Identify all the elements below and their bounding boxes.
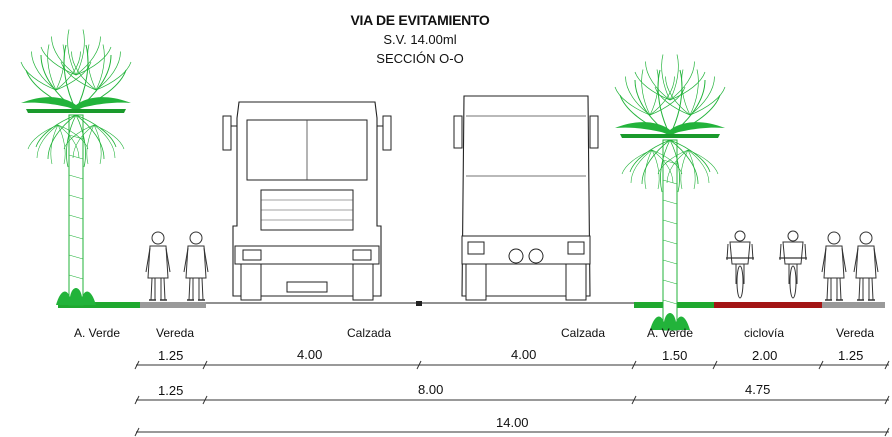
pedestrian-left-2 (183, 231, 209, 301)
drawing-title: VIA DE EVITAMIENTO (350, 12, 490, 28)
label-calzada-right: Calzada (561, 326, 606, 340)
strip-vereda-left (140, 302, 206, 308)
label-ciclovia: ciclovía (744, 326, 785, 340)
palm-tree-left (21, 30, 131, 306)
dim-total: 14.00 (496, 415, 529, 430)
label-vereda-right: Vereda (836, 326, 875, 340)
dim-calzada-left: 4.00 (297, 347, 323, 362)
title-block: VIA DE EVITAMIENTO S.V. 14.00ml SECCIÓN … (300, 12, 540, 66)
pedestrian-right-1 (821, 231, 847, 301)
dim-a-verde-right: 1.50 (662, 348, 688, 363)
section-width: S.V. 14.00ml (383, 32, 457, 47)
truck-front (222, 101, 392, 301)
cyclist-1 (725, 230, 755, 299)
dim-vereda-right: 1.25 (838, 348, 864, 363)
truck-rear (453, 95, 599, 301)
pedestrian-left-1 (145, 231, 171, 301)
label-vereda-left: Vereda (156, 326, 195, 340)
dim-row2-vereda: 1.25 (158, 383, 184, 398)
dim-row2-calzada: 8.00 (418, 382, 444, 397)
dim-vereda-left: 1.25 (158, 348, 184, 363)
strip-ciclovia (714, 302, 822, 308)
strip-vereda-right (822, 302, 885, 308)
label-a-verde-left: A. Verde (74, 326, 121, 340)
pedestrian-right-2 (853, 231, 879, 301)
label-calzada-left: Calzada (347, 326, 392, 340)
palm-tree-right (615, 55, 725, 331)
section-label: SECCIÓN O-O (376, 51, 464, 66)
label-a-verde-right: A. Verde (647, 326, 694, 340)
cyclist-2 (778, 230, 808, 299)
dim-calzada-right: 4.00 (511, 347, 537, 362)
strip-a-verde-left (58, 302, 140, 308)
dim-ciclovia: 2.00 (752, 348, 778, 363)
road-divider (416, 301, 422, 306)
dim-row2-right: 4.75 (745, 382, 771, 397)
